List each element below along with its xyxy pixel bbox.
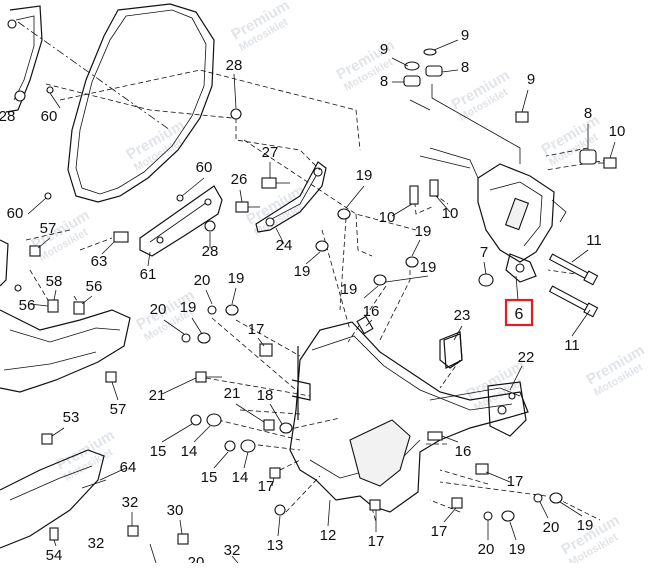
lower-panel-64: [0, 449, 107, 549]
highlight-label: 6: [515, 306, 524, 323]
callout-56: 56: [19, 297, 36, 314]
callout-11: 11: [586, 232, 602, 249]
callout-32: 32: [122, 494, 139, 511]
callout-16: 16: [363, 303, 380, 320]
callout-10: 10: [609, 123, 626, 140]
callout-14: 14: [232, 469, 249, 486]
leader-lines: [27, 39, 616, 547]
callout-19: 19: [577, 517, 594, 534]
callout-16: 16: [455, 443, 472, 460]
callout-53: 53: [63, 409, 80, 426]
callout-19: 19: [356, 167, 373, 184]
callout-19: 19: [509, 541, 526, 558]
callout-8: 8: [380, 73, 388, 90]
callout-56: 56: [86, 278, 103, 295]
callout-27: 27: [262, 144, 279, 161]
callout-19: 19: [228, 270, 245, 287]
callout-8: 8: [584, 105, 592, 122]
callout-10: 10: [379, 209, 396, 226]
callout-22: 22: [518, 349, 535, 366]
callout-20: 20: [194, 272, 211, 289]
meter-bracket: [419, 147, 567, 283]
callout-32: 32: [224, 542, 241, 559]
callout-15: 15: [150, 443, 167, 460]
callout-19: 19: [420, 259, 437, 276]
callout-20: 20: [188, 554, 205, 563]
callout-17: 17: [368, 533, 385, 550]
callout-19: 19: [180, 299, 197, 316]
callout-15: 15: [201, 469, 218, 486]
callout-24: 24: [276, 237, 293, 254]
highlighted-callout[interactable]: 6: [504, 275, 534, 327]
callout-17: 17: [248, 321, 265, 338]
callout-28: 28: [226, 57, 243, 74]
callout-28: 28: [202, 243, 219, 260]
callout-58: 58: [46, 273, 63, 290]
callout-20: 20: [478, 541, 495, 558]
callout-57: 57: [40, 220, 57, 237]
callout-17: 17: [431, 523, 448, 540]
callout-19: 19: [294, 263, 311, 280]
callout-19: 19: [415, 223, 432, 240]
callout-61: 61: [140, 266, 157, 283]
callout-13: 13: [267, 537, 284, 554]
left-bracket: [5, 5, 43, 113]
callout-10: 10: [442, 205, 459, 222]
callout-23: 23: [454, 307, 471, 324]
callout-9: 9: [380, 41, 388, 58]
callout-20: 20: [150, 301, 167, 318]
callout-60: 60: [196, 159, 213, 176]
windscreen: [17, 3, 361, 203]
callout-28: 28: [0, 108, 15, 125]
callout-9: 9: [527, 71, 535, 88]
callout-64: 64: [120, 459, 137, 476]
side-fairing: [0, 239, 131, 393]
callout-54: 54: [46, 547, 63, 563]
main-frame: [289, 321, 529, 513]
callout-26: 26: [231, 171, 248, 188]
callout-19: 19: [341, 281, 358, 298]
trim-panel-61: [139, 185, 223, 257]
callout-11: 11: [564, 337, 580, 354]
callout-9: 9: [461, 27, 469, 44]
hardware: [14, 48, 617, 564]
callout-20: 20: [543, 519, 560, 536]
callout-60: 60: [41, 108, 58, 125]
callout-57: 57: [110, 401, 127, 418]
callout-32: 32: [88, 535, 105, 552]
highlight-box: [504, 298, 534, 327]
callout-14: 14: [181, 443, 198, 460]
callout-8: 8: [461, 59, 469, 76]
callout-17: 17: [507, 473, 524, 490]
callout-12: 12: [320, 527, 337, 544]
callout-30: 30: [167, 502, 184, 519]
callout-7: 7: [480, 244, 488, 261]
callout-63: 63: [91, 253, 108, 270]
callout-17: 17: [258, 478, 275, 495]
callout-18: 18: [257, 387, 274, 404]
callout-21: 21: [149, 387, 166, 404]
callout-60: 60: [7, 205, 24, 222]
callout-21: 21: [224, 385, 241, 402]
